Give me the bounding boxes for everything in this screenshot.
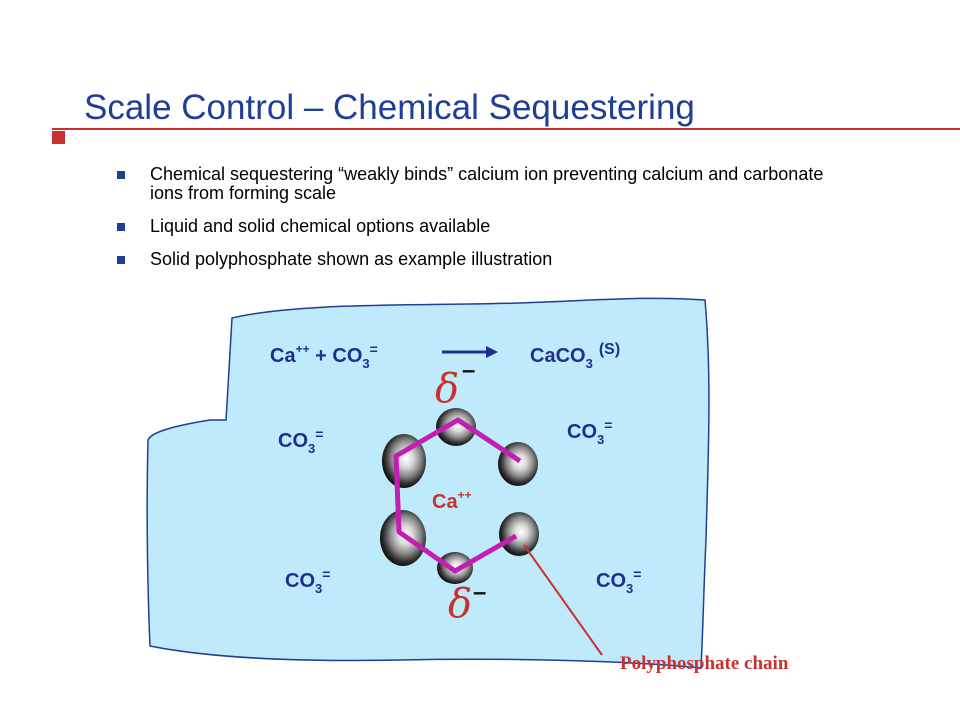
right-arrow-icon [442,346,498,358]
phosphate-atom [499,512,539,556]
phosphate-atom [380,510,426,566]
phosphate-atom [436,408,476,446]
bullet-square-icon [117,256,125,264]
partial-charge-top: δ [435,366,459,412]
title-accent-square [52,131,65,144]
polyphosphate-chain-label: Polyphosphate chain [620,653,789,674]
carbonate-ion-upper-right: CO3= [567,417,612,447]
polyphosphate-ring [393,417,522,574]
partial-charge-bottom-sign: – [473,579,486,606]
carbonate-ion-lower-right: CO3= [596,566,641,596]
bullet-square-icon [117,171,125,179]
chain-pointer-line [523,544,603,656]
bullet-list: Chemical sequestering “weakly binds” cal… [115,165,835,283]
water-region [146,297,710,669]
partial-charge-top-sign: – [462,357,475,384]
bullet-item: Liquid and solid chemical options availa… [115,217,835,236]
bullet-item: Chemical sequestering “weakly binds” cal… [115,165,835,203]
bullet-item: Solid polyphosphate shown as example ill… [115,250,835,269]
partial-charge-bottom: δ [448,581,472,627]
bullet-square-icon [117,223,125,231]
calcium-ion-center: Ca++ [432,488,472,513]
title-divider [52,128,960,130]
slide-title: Scale Control – Chemical Sequestering [84,88,695,127]
reaction-product: CaCO3(S) [530,341,620,371]
reaction-reactants: Ca++ + CO3= [270,341,378,371]
carbonate-ion-upper-left: CO3= [278,426,323,456]
carbonate-ion-lower-left: CO3= [285,566,330,596]
